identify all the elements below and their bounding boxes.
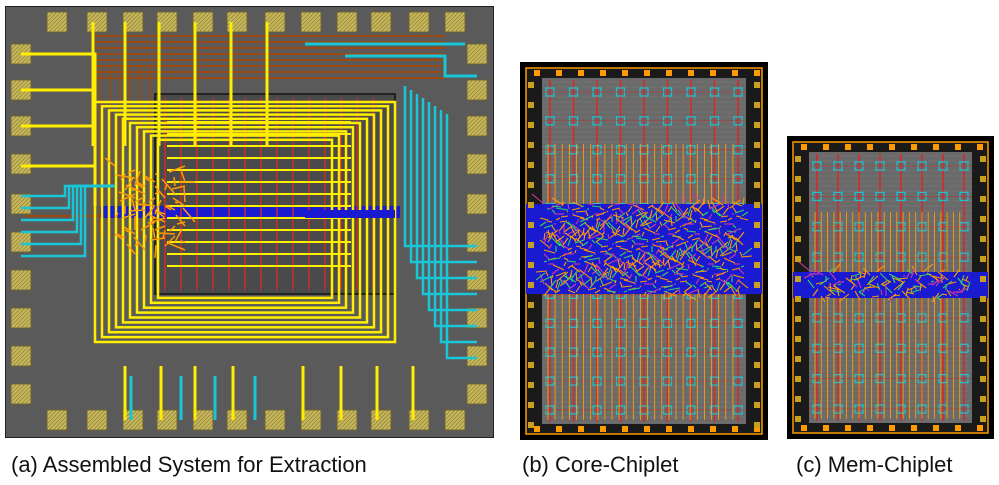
assembled-system-layout-svg xyxy=(5,6,494,438)
core-chiplet-layout-svg xyxy=(520,62,768,440)
core-chiplet-layout xyxy=(520,62,768,440)
assembled-system-layout xyxy=(5,6,494,438)
caption-assembled-system: (a) Assembled System for Extraction xyxy=(11,452,367,477)
caption-core-chiplet: (b) Core-Chiplet xyxy=(522,452,679,477)
mem-chiplet-layout xyxy=(787,136,994,439)
caption-mem-chiplet: (c) Mem-Chiplet xyxy=(796,452,953,477)
mem-chiplet-layout-svg xyxy=(787,136,994,439)
